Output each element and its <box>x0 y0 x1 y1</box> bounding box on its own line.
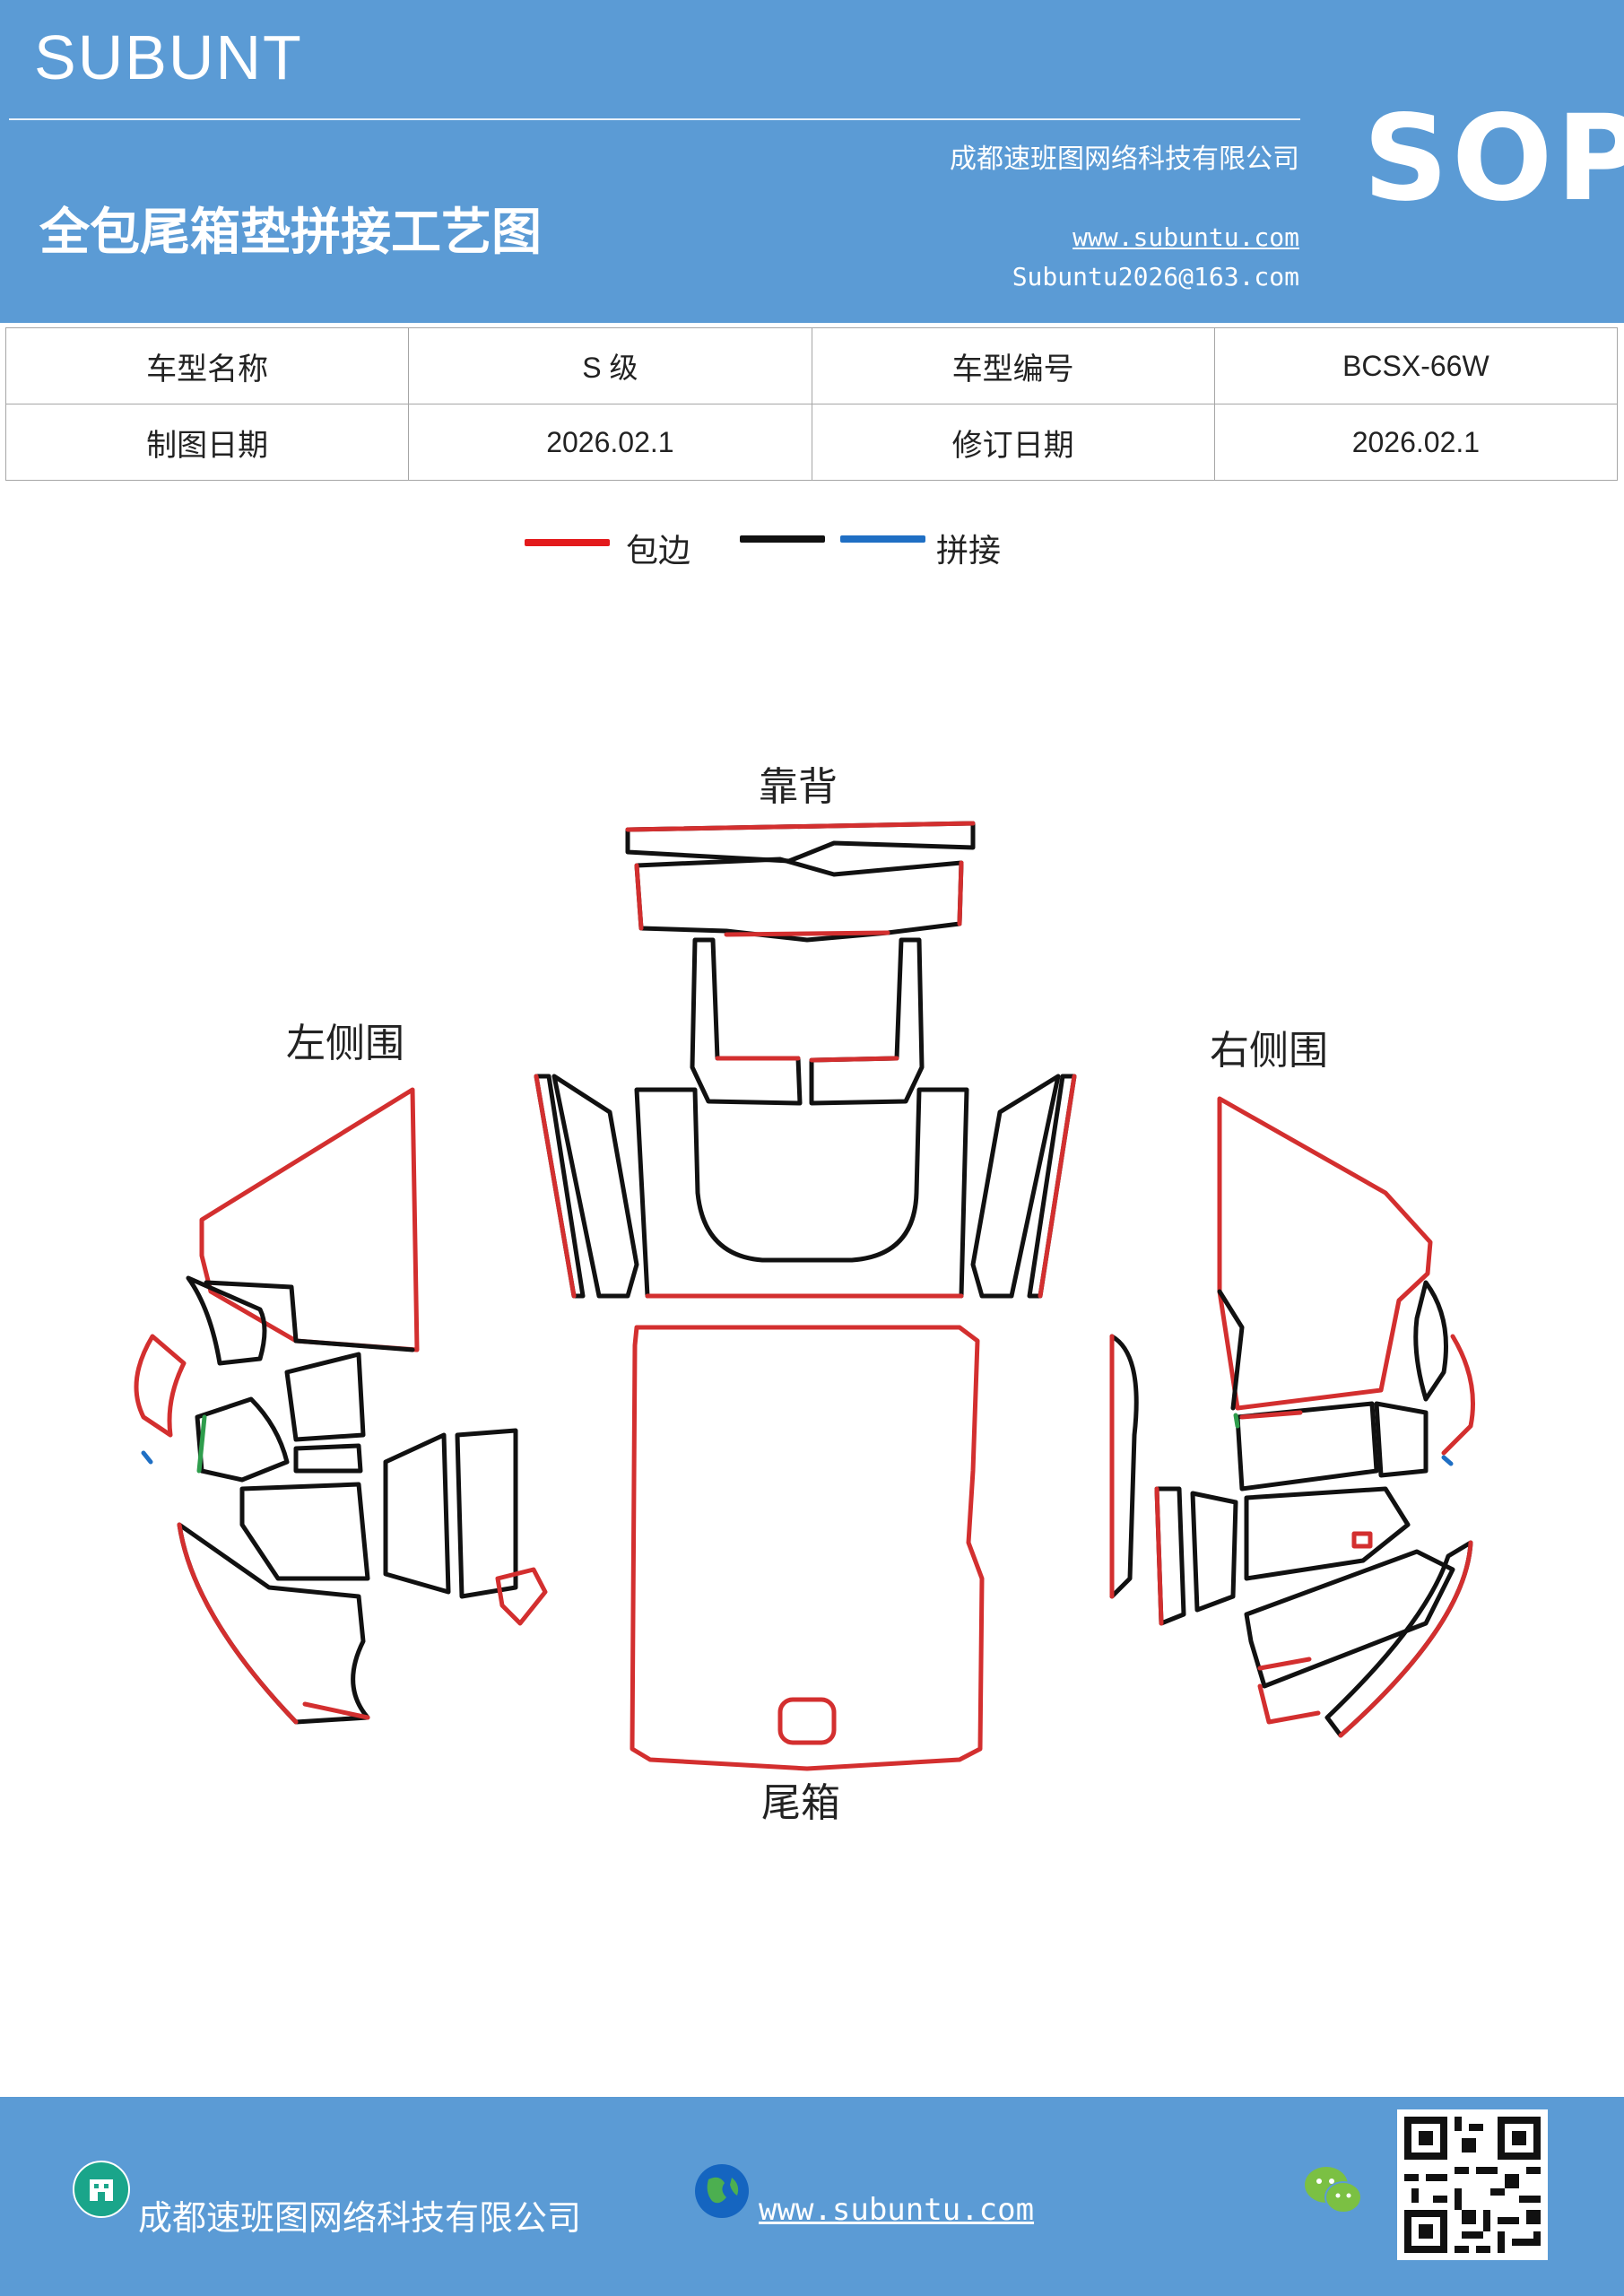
right-side-label: 右侧围 <box>1210 1028 1328 1074</box>
document-title: 全包尾箱垫拼接工艺图 <box>39 203 542 262</box>
left-side-panel-pieces <box>134 1087 548 1725</box>
legend-edge-label: 包边 <box>626 533 691 570</box>
header-banner: SUBUNT 成都速班图网络科技有限公司 全包尾箱垫拼接工艺图 www.subu… <box>0 0 1624 323</box>
right-side-panel-pieces <box>1109 1096 1475 1738</box>
revision-date-value: 2026.02.1 <box>1213 404 1619 481</box>
legend-seam-label: 拼接 <box>936 533 1002 570</box>
header-email[interactable]: Subuntu2026@163.com <box>1012 262 1299 291</box>
brand-name: SUBUNT <box>34 22 303 92</box>
legend-seam-blue-swatch <box>840 535 925 543</box>
trunk-floor-piece <box>630 1325 985 1771</box>
footer-banner: 成都速班图网络科技有限公司 www.subuntu.com <box>0 2097 1624 2296</box>
sop-badge: SOP <box>1363 90 1624 228</box>
vehicle-info-table: 车型名称 S 级 车型编号 BCSX-66W 制图日期 2026.02.1 修订… <box>4 327 1619 481</box>
header-divider <box>9 118 1300 120</box>
legend: 包边 拼接 <box>0 525 1624 578</box>
header-url-link[interactable]: www.subuntu.com <box>1073 222 1299 252</box>
left-side-label: 左侧围 <box>286 1021 404 1066</box>
revision-date-label: 修订日期 <box>811 404 1215 481</box>
table-row: 车型名称 S 级 车型编号 BCSX-66W <box>4 327 1619 404</box>
legend-edge-swatch <box>525 539 610 546</box>
drawing-date-value: 2026.02.1 <box>408 404 812 481</box>
qr-code[interactable] <box>1397 2109 1548 2260</box>
header-company: 成都速班图网络科技有限公司 <box>950 144 1299 175</box>
model-code-label: 车型编号 <box>811 327 1215 404</box>
wechat-icon[interactable] <box>1302 2163 1365 2217</box>
table-row: 制图日期 2026.02.1 修订日期 2026.02.1 <box>4 404 1619 481</box>
model-name-value: S 级 <box>408 327 812 404</box>
legend-seam-black-swatch <box>740 535 825 543</box>
footer-company: 成都速班图网络科技有限公司 <box>138 2198 582 2238</box>
drawing-date-label: 制图日期 <box>4 404 410 481</box>
footer-url-link[interactable]: www.subuntu.com <box>759 2192 1035 2228</box>
trunk-label: 尾箱 <box>761 1780 840 1826</box>
building-icon <box>73 2161 130 2218</box>
floor-centre-piece <box>534 1074 1077 1299</box>
back-rest-label: 靠背 <box>759 764 838 810</box>
model-code-value: BCSX-66W <box>1213 327 1619 404</box>
globe-icon <box>695 2164 749 2218</box>
back-rest-pieces <box>625 821 976 1106</box>
model-name-label: 车型名称 <box>4 327 410 404</box>
trunk-mat-diagram: 靠背 左侧围 右侧围 尾箱 <box>134 764 1475 1826</box>
